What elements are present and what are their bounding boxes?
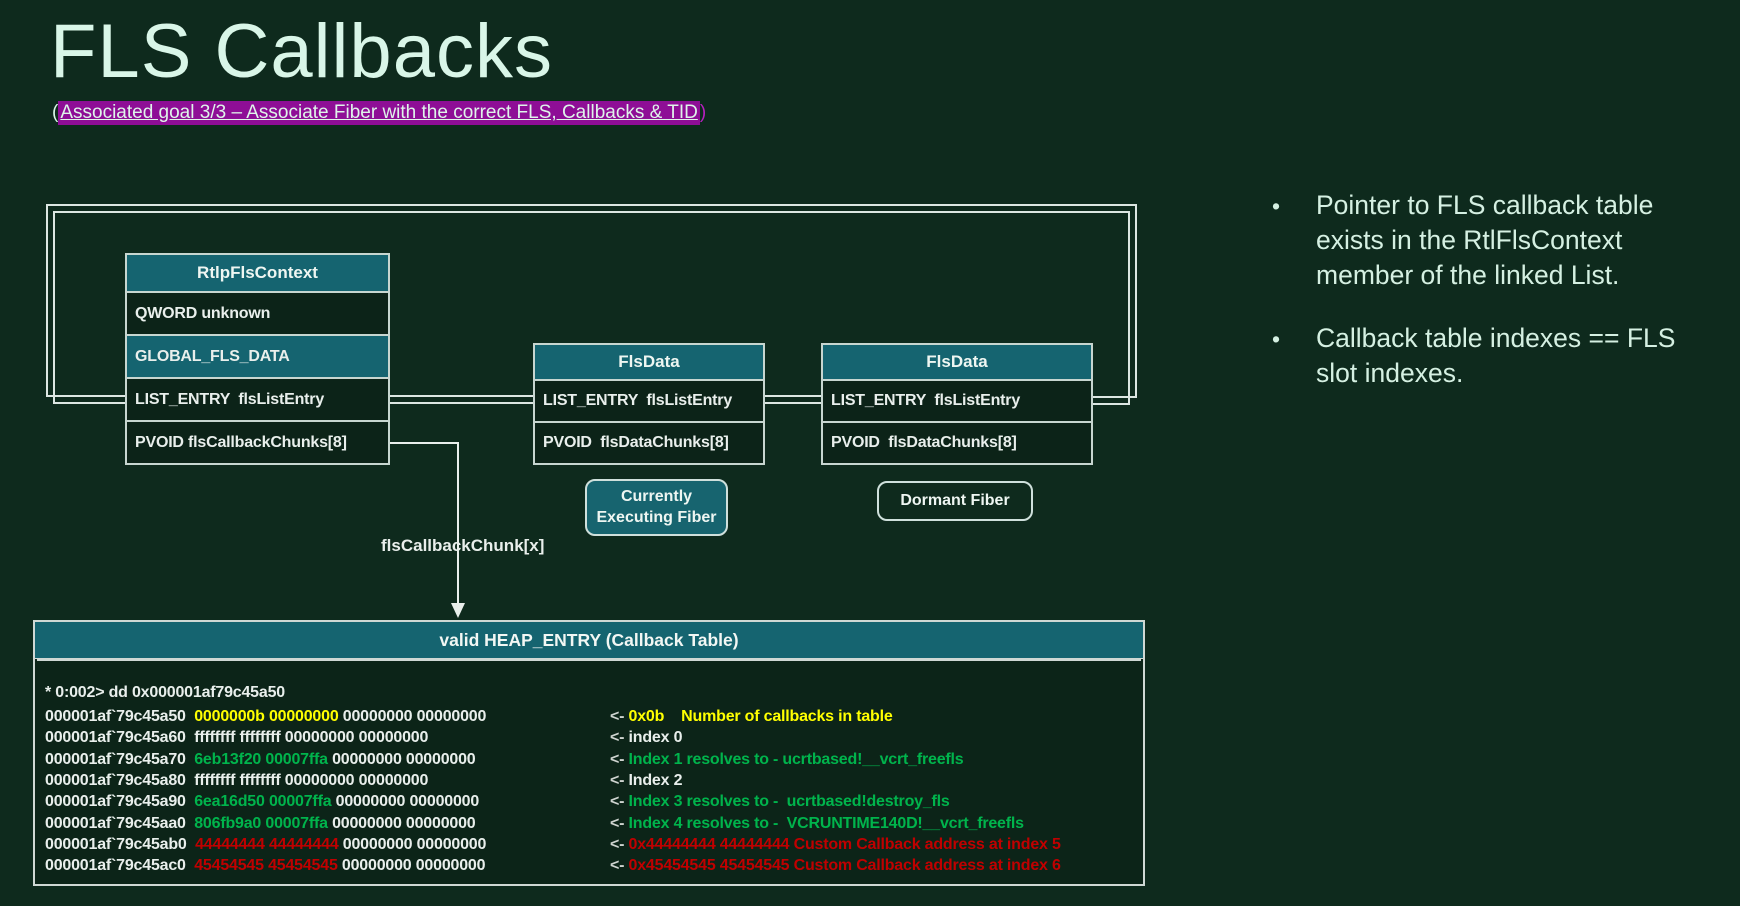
hexdump-value-rest: 00000000 00000000 bbox=[280, 771, 429, 789]
hexdump-value-highlighted: 6ea16d50 00007ffa bbox=[194, 793, 332, 811]
heap-entry-callback-table: valid HEAP_ENTRY (Callback Table) * 0:00… bbox=[33, 620, 1145, 886]
struct-field-row: PVOID flsDataChunks[8] bbox=[535, 421, 763, 463]
bullet-marker: • bbox=[1272, 325, 1281, 352]
notes-bullet-list: • Pointer to FLS callback table exists in… bbox=[1272, 188, 1734, 419]
badge-label-line: Dormant Fiber bbox=[900, 491, 1010, 509]
hexdump-address: 000001af`79c45a70 bbox=[45, 750, 195, 768]
annotation-text: 0x45454545 45454545 Custom Callback addr… bbox=[628, 857, 1061, 875]
annotation-arrow-icon: <- bbox=[610, 793, 629, 811]
hexdump-row: 000001af`79c45a80 ffffffff ffffffff 0000… bbox=[45, 772, 428, 790]
subtitle-highlighted-text: Associated goal 3/3 – Associate Fiber wi… bbox=[58, 101, 700, 125]
annotation-text: Index 1 resolves to - ucrtbased!__vcrt_f… bbox=[628, 750, 964, 768]
annotation-text: index 0 bbox=[628, 729, 683, 747]
hexdump-row: 000001af`79c45a90 6ea16d50 00007ffa 0000… bbox=[45, 793, 479, 811]
hexdump-address: 000001af`79c45ab0 bbox=[45, 835, 196, 853]
hexdump-address: 000001af`79c45a80 bbox=[45, 771, 195, 789]
hexdump-value-rest: 00000000 00000000 bbox=[338, 835, 487, 853]
bullet-marker: • bbox=[1272, 193, 1281, 219]
struct-title: RtlpFlsContext bbox=[127, 255, 388, 291]
struct-field-row: QWORD unknown bbox=[127, 291, 388, 334]
hexdump-address: 000001af`79c45aa0 bbox=[45, 814, 195, 832]
hexdump-annotation: <- 0x0b Number of callbacks in table bbox=[610, 708, 893, 726]
page-title: FLS Callbacks bbox=[50, 9, 553, 94]
hexdump-annotation: <- Index 2 bbox=[610, 772, 682, 790]
annotation-text: Index 3 resolves to - ucrtbased!destroy_… bbox=[628, 793, 950, 811]
note-bullet: • Pointer to FLS callback table exists in… bbox=[1272, 188, 1734, 293]
hexdump-address: 000001af`79c45ac0 bbox=[45, 857, 195, 875]
hexdump-value-highlighted: ffffffff ffffffff bbox=[194, 729, 281, 747]
hexdump-address: 000001af`79c45a60 bbox=[45, 729, 195, 747]
annotation-text: 0x0b Number of callbacks in table bbox=[628, 708, 893, 725]
badge-label-line: Executing Fiber bbox=[596, 508, 717, 526]
hexdump-value-rest: 00000000 00000000 bbox=[327, 750, 476, 768]
hexdump-row: 000001af`79c45a70 6eb13f20 00007ffa 0000… bbox=[45, 751, 476, 769]
struct-field-row: PVOID flsCallbackChunks[8] bbox=[127, 420, 388, 463]
hexdump-annotation: <- 0x45454545 45454545 Custom Callback a… bbox=[610, 857, 1061, 875]
heap-entry-title: valid HEAP_ENTRY (Callback Table) bbox=[35, 622, 1143, 659]
annotation-text: Index 2 bbox=[628, 771, 683, 789]
callback-chunk-arrow bbox=[390, 442, 459, 606]
hexdump-value-highlighted: 44444444 44444444 bbox=[195, 835, 339, 853]
hexdump-row: 000001af`79c45aa0 806fb9a0 00007ffa 0000… bbox=[45, 815, 476, 833]
hexdump-annotation: <- Index 4 resolves to - VCRUNTIME140D!_… bbox=[610, 815, 1024, 833]
connector-ctx-to-flsdata1 bbox=[390, 395, 533, 404]
callback-chunk-arrow-label: flsCallbackChunk[x] bbox=[381, 536, 545, 555]
hexdump-row: 000001af`79c45ab0 44444444 44444444 0000… bbox=[45, 836, 486, 854]
annotation-text: Index 4 resolves to - VCRUNTIME140D!__vc… bbox=[628, 814, 1024, 832]
badge-dormant-fiber: Dormant Fiber bbox=[877, 481, 1033, 521]
hexdump-value-highlighted: ffffffff ffffffff bbox=[194, 771, 281, 789]
struct-title: FlsData bbox=[823, 345, 1091, 379]
hexdump-address: 000001af`79c45a50 bbox=[45, 708, 195, 725]
hexdump-value-rest: 00000000 00000000 bbox=[337, 857, 486, 875]
hexdump-value-highlighted: 0000000b 00000000 bbox=[194, 708, 339, 725]
hexdump-value-rest: 00000000 00000000 bbox=[331, 793, 480, 811]
struct-field-row: LIST_ENTRY flsListEntry bbox=[823, 379, 1091, 421]
annotation-arrow-icon: <- bbox=[610, 857, 629, 875]
struct-field-row: LIST_ENTRY flsListEntry bbox=[127, 377, 388, 420]
hexdump-value-highlighted: 45454545 45454545 bbox=[194, 857, 338, 875]
note-bullet: • Callback table indexes == FLS slot inde… bbox=[1272, 321, 1734, 391]
hexdump-value-rest: 00000000 00000000 bbox=[327, 814, 476, 832]
struct-field-row: LIST_ENTRY flsListEntry bbox=[535, 379, 763, 421]
hexdump-annotation: <- Index 1 resolves to - ucrtbased!__vcr… bbox=[610, 750, 964, 769]
hexdump-annotation: <- 0x44444444 44444444 Custom Callback a… bbox=[610, 836, 1061, 854]
hexdump-value-rest: 00000000 00000000 bbox=[338, 708, 487, 725]
annotation-arrow-icon: <- bbox=[610, 750, 629, 768]
struct-field-row: PVOID flsDataChunks[8] bbox=[823, 421, 1091, 463]
hexdump-row: 000001af`79c45a60 ffffffff ffffffff 0000… bbox=[45, 729, 428, 747]
annotation-arrow-icon: <- bbox=[610, 708, 629, 725]
hexdump-row: 000001af`79c45a50 0000000b 00000000 0000… bbox=[45, 708, 486, 726]
hexdump-address: 000001af`79c45a90 bbox=[45, 793, 195, 811]
annotation-arrow-icon: <- bbox=[610, 814, 629, 832]
subtitle: (Associated goal 3/3 – Associate Fiber w… bbox=[52, 100, 706, 125]
windbg-command: * 0:002> dd 0x000001af79c45a50 bbox=[45, 684, 285, 701]
struct-field-row: GLOBAL_FLS_DATA bbox=[127, 334, 388, 377]
annotation-arrow-icon: <- bbox=[610, 835, 629, 853]
hexdump-value-rest: 00000000 00000000 bbox=[280, 729, 429, 747]
struct-title: FlsData bbox=[535, 345, 763, 379]
hexdump-annotation: <- Index 3 resolves to - ucrtbased!destr… bbox=[610, 793, 950, 811]
bullet-text: Callback table indexes == FLS slot index… bbox=[1316, 322, 1676, 388]
hexdump-row: 000001af`79c45ac0 45454545 45454545 0000… bbox=[45, 857, 486, 875]
hexdump-annotation: <- index 0 bbox=[610, 729, 682, 747]
annotation-arrow-icon: <- bbox=[610, 729, 629, 747]
badge-label-line: Currently bbox=[620, 487, 693, 505]
connector-flsdata1-to-flsdata2 bbox=[765, 395, 821, 404]
annotation-text: 0x44444444 44444444 Custom Callback addr… bbox=[628, 835, 1061, 853]
subtitle-close-paren: ) bbox=[699, 102, 707, 123]
subtitle-open-paren: ( bbox=[52, 102, 59, 123]
callback-chunk-arrowhead bbox=[451, 603, 465, 618]
bullet-text: Pointer to FLS callback table exists in … bbox=[1316, 190, 1654, 290]
annotation-arrow-icon: <- bbox=[610, 771, 629, 789]
hexdump-value-highlighted: 6eb13f20 00007ffa bbox=[194, 750, 328, 768]
hexdump-value-highlighted: 806fb9a0 00007ffa bbox=[194, 814, 328, 832]
